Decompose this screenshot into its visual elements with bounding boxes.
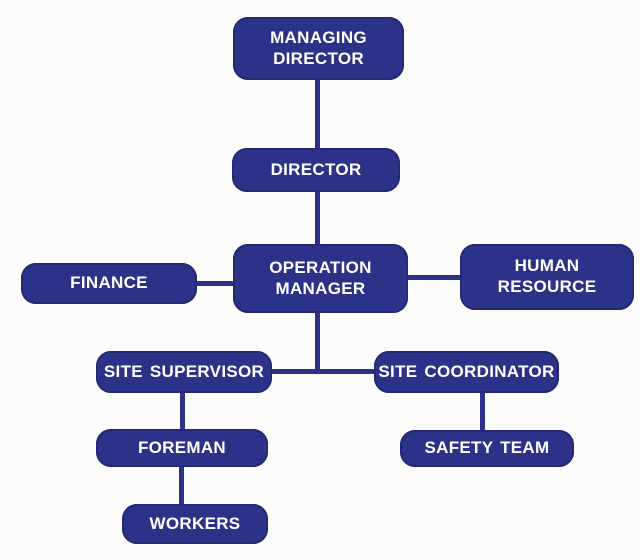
node-site-coordinator: SITE COORDINATOR — [374, 351, 559, 393]
node-human-resource: HUMAN RESOURCE — [460, 244, 634, 310]
edge-site-supervisor-site-coordinator — [268, 369, 378, 374]
node-safety-team: SAFETY TEAM — [400, 430, 574, 467]
edge-managing-director-director — [315, 75, 320, 153]
edge-foreman-workers — [179, 462, 184, 508]
edge-operation-manager-finance — [190, 281, 240, 286]
edge-director-operation-manager — [315, 188, 320, 248]
node-finance: FINANCE — [21, 263, 197, 304]
node-foreman: FOREMAN — [96, 429, 268, 467]
node-operation-manager: OPERATION MANAGER — [233, 244, 408, 313]
node-managing-director: MANAGING DIRECTOR — [233, 17, 404, 80]
node-director: DIRECTOR — [232, 148, 400, 192]
node-site-supervisor: SITE SUPERVISOR — [96, 351, 272, 393]
edge-site-supervisor-foreman — [180, 388, 185, 433]
node-workers: WORKERS — [122, 504, 268, 544]
edge-operation-manager-drop — [315, 308, 320, 373]
edge-operation-manager-human-resource — [400, 275, 466, 280]
edge-site-coordinator-safety-team — [480, 388, 485, 434]
